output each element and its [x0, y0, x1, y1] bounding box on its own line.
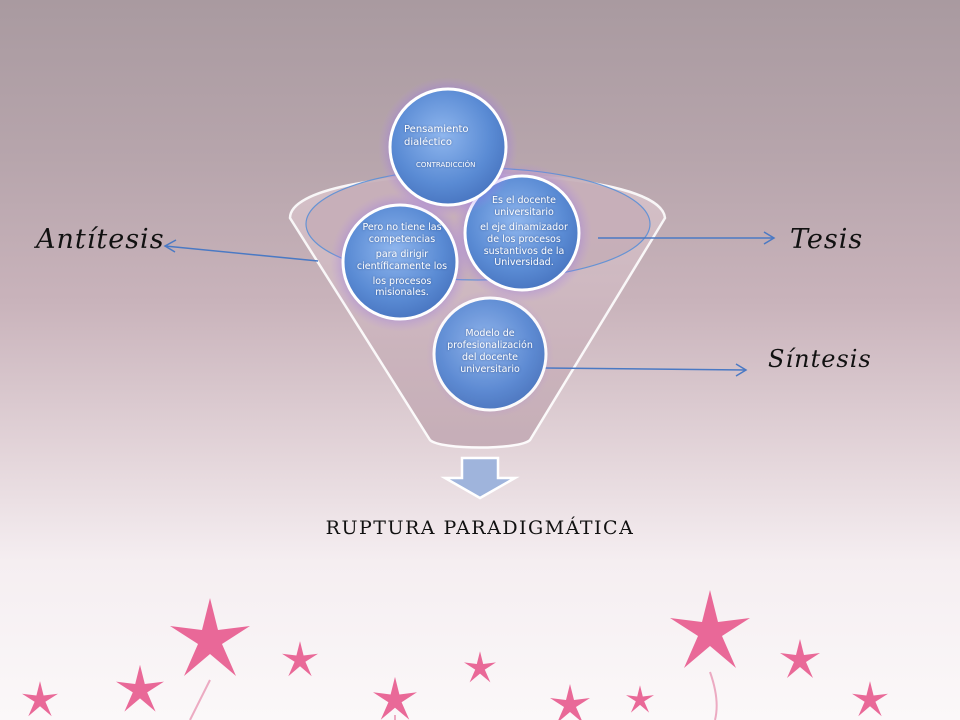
circle-top-line2: dialéctico [404, 136, 452, 148]
circle-left-line5: los procesos [372, 275, 432, 287]
circle-bottom-line1: Modelo de [465, 328, 515, 339]
circle-left-line2: competencias [368, 233, 436, 245]
circle-right-line5: sustantivos de la [483, 245, 565, 257]
down-arrow-icon [440, 456, 520, 500]
circle-top [378, 77, 518, 217]
circle-left-text: Pero no tiene las competencias para diri… [354, 222, 450, 299]
label-sintesis: Síntesis [768, 345, 872, 373]
circle-right-line1: Es el docente [492, 195, 556, 206]
circle-top-line1: Pensamiento [404, 124, 469, 135]
arrow-to-sintesis [543, 363, 748, 377]
circle-top-line3: CONTRADICCIÓN [416, 161, 476, 169]
circle-left-line3: para dirigir [375, 248, 429, 260]
circle-right-line2: universitario [494, 206, 554, 218]
circle-bottom [426, 290, 554, 418]
circle-top-text: Pensamiento dialéctico CONTRADICCIÓN [404, 124, 496, 170]
circle-right-line4: de los procesos [487, 233, 561, 245]
caption-ruptura-paradigmatica: RUPTURA PARADIGMÁTICA [325, 517, 635, 539]
arrow-to-tesis [598, 231, 776, 245]
circle-bottom-text: Modelo de profesionalización del docente… [442, 328, 538, 376]
arrow-to-antitesis [163, 239, 319, 262]
circle-left [330, 192, 470, 332]
flower-stems [189, 671, 718, 720]
label-tesis: Tesis [790, 224, 864, 255]
circle-right-line3: el eje dinamizador [480, 221, 568, 233]
circle-left-line6: misionales. [375, 287, 429, 299]
circle-bottom-line2: profesionalización [447, 339, 533, 351]
circle-left-line4: científicamente los [356, 260, 448, 272]
circle-bottom-line4: universitario [460, 363, 520, 375]
flower-border [22, 590, 888, 720]
circle-left-line1: Pero no tiene las [362, 222, 442, 233]
label-antitesis: Antítesis [36, 224, 165, 255]
circle-bottom-line3: del docente [461, 351, 519, 363]
circle-right-text: Es el docente universitario el eje dinam… [478, 195, 570, 269]
circle-right-line6: Universidad. [494, 257, 554, 269]
